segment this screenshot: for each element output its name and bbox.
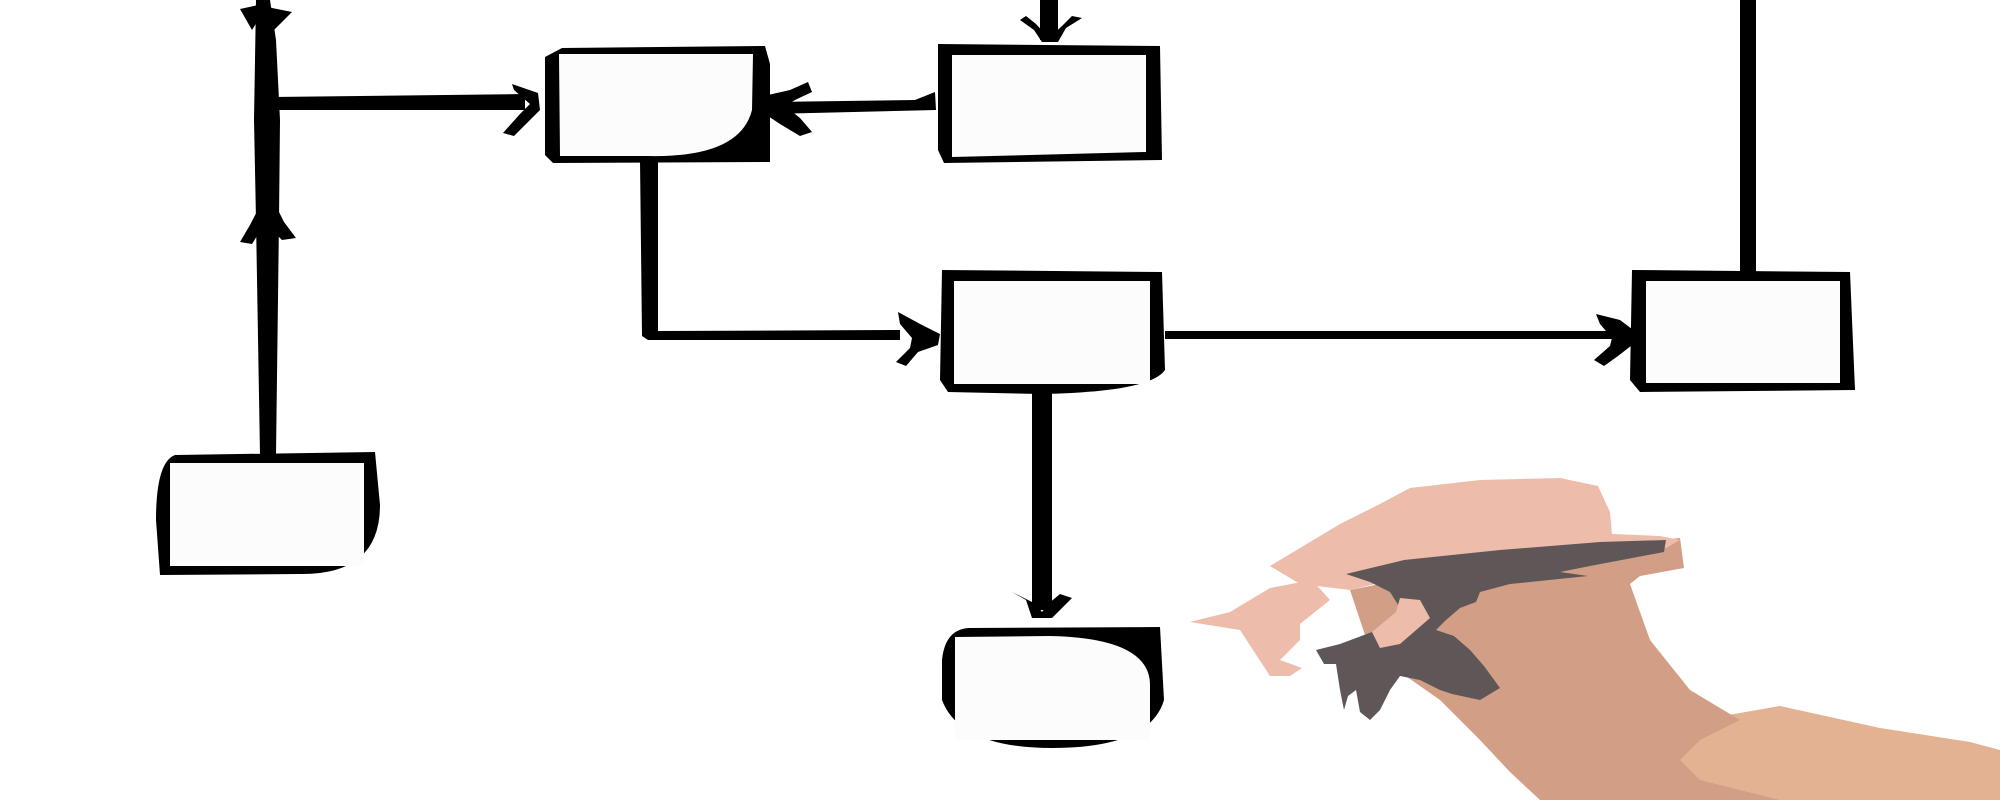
connector-topright-to-topcenter xyxy=(770,92,936,114)
box-top-center xyxy=(545,46,770,163)
box-top-right xyxy=(938,44,1162,163)
box-panel xyxy=(559,54,753,157)
box-panel xyxy=(1646,281,1840,383)
box-panel xyxy=(954,281,1150,384)
connector-middle-to-bottom xyxy=(1032,392,1052,610)
left-trunk-mid-arrowhead xyxy=(240,190,296,244)
marker-pen-icon xyxy=(1316,540,1666,720)
arrowhead-into-topcenter-right xyxy=(768,82,812,136)
connector-middle-to-farright xyxy=(1165,331,1612,339)
box-panel xyxy=(952,55,1146,157)
box-panel xyxy=(170,463,364,566)
forearm xyxy=(1640,706,2000,800)
box-panel xyxy=(955,636,1150,740)
box-left xyxy=(156,452,380,575)
finger-knuckle xyxy=(1372,598,1430,648)
arrowhead-into-topcenter xyxy=(503,84,540,136)
arrowhead-into-topright xyxy=(1020,16,1082,42)
connector-trunk-to-topcenter xyxy=(272,94,525,110)
index-finger xyxy=(1270,478,1680,590)
thumb xyxy=(1190,580,1330,676)
arrowhead-into-bottom xyxy=(1012,592,1072,618)
connectors xyxy=(240,0,1756,618)
box-far-right xyxy=(1630,270,1855,392)
connector-farright-to-offscreen xyxy=(1740,0,1756,272)
arrowhead-into-farright xyxy=(1594,314,1636,366)
box-bottom xyxy=(942,627,1164,748)
left-trunk-top-arrowhead xyxy=(240,4,292,30)
arrowhead-into-middle xyxy=(896,312,940,366)
hand-holding-marker-icon xyxy=(1190,478,2000,800)
box-middle xyxy=(940,270,1165,394)
connector-offscreen-to-topright xyxy=(1040,0,1058,40)
